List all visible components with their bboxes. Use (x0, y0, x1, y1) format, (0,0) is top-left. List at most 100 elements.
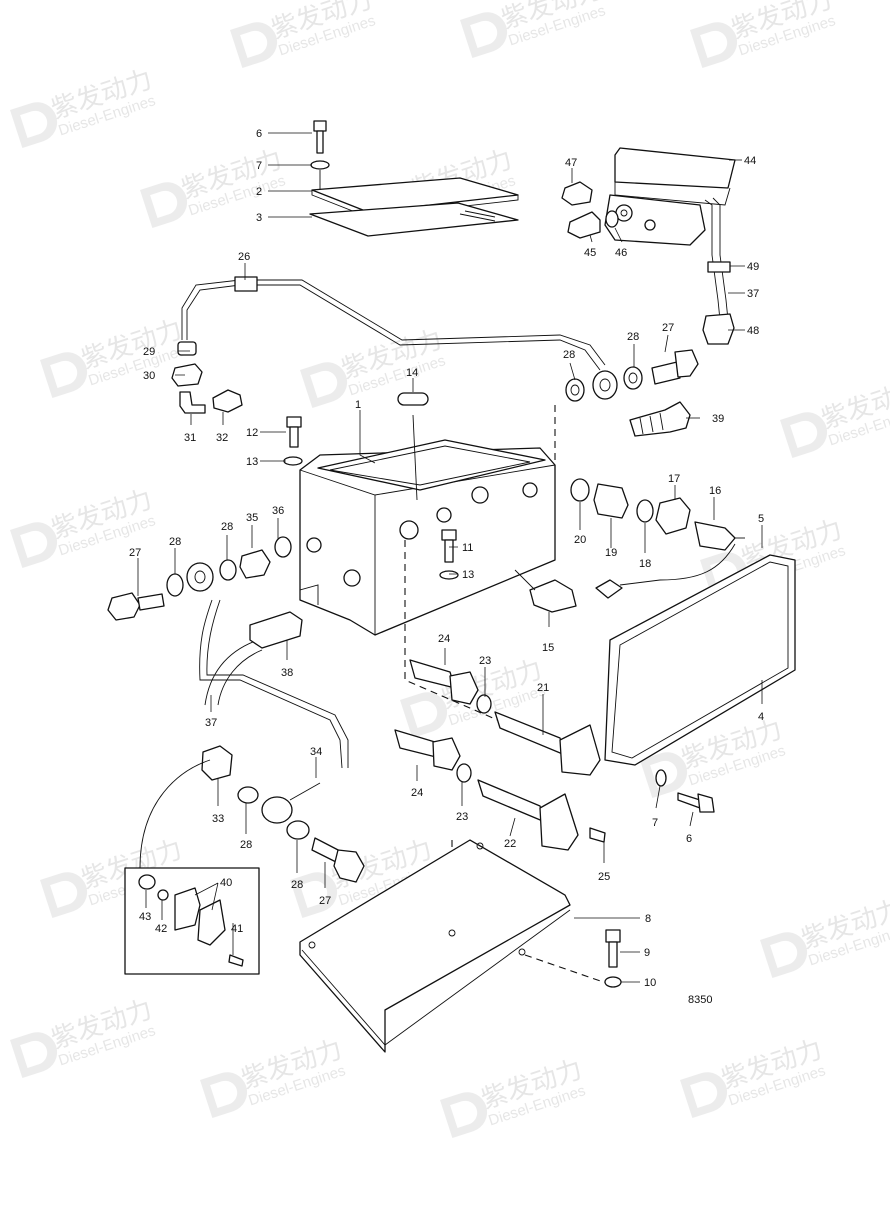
watermark: 紫发动力 Diesel-Engines (680, 1034, 828, 1119)
sensor-15 (529, 579, 577, 613)
nipple-24-a (409, 659, 479, 705)
banjo-bolt-27-c (311, 837, 365, 883)
callout-20: 20 (574, 534, 586, 546)
callout-45: 45 (584, 247, 596, 259)
callout-38: 38 (281, 667, 293, 679)
fitting-39 (629, 401, 691, 437)
callout-17: 17 (668, 473, 680, 485)
callout-16: 16 (709, 485, 721, 497)
watermark: 紫发动力 Diesel-Engines (780, 374, 890, 459)
adapter-45 (567, 211, 601, 239)
callout-18: 18 (639, 558, 651, 570)
hose-37 (199, 599, 349, 769)
clip-49 (707, 261, 731, 273)
side-cover (604, 554, 796, 766)
callout-labels: 6 7 2 3 26 1 14 12 13 29 30 31 32 28 28 … (129, 128, 764, 1006)
washer-20 (570, 478, 590, 502)
callout-12: 12 (246, 427, 258, 439)
nipple-24-b (394, 729, 461, 771)
fitting-38 (249, 611, 303, 649)
watermark: 紫发动力 Diesel-Engines (10, 64, 158, 149)
stub-21 (494, 711, 601, 776)
fitting-48 (702, 313, 735, 345)
banjo-eye (592, 370, 618, 400)
callout-3: 3 (256, 212, 262, 224)
callout-23-a: 23 (479, 655, 491, 667)
callout-47: 47 (565, 157, 577, 169)
screw-9 (605, 929, 621, 968)
adapter-19 (593, 483, 629, 519)
callout-32: 32 (216, 432, 228, 444)
watermark: 紫发动力 Diesel-Engines (440, 1054, 588, 1139)
sender-16 (694, 521, 745, 551)
adapter-32 (212, 389, 243, 413)
callout-34: 34 (310, 746, 322, 758)
watermark: 紫发动力 Diesel-Engines (760, 894, 890, 979)
washer-23-a (476, 694, 492, 714)
callout-13-a: 13 (246, 456, 258, 468)
callout-14: 14 (406, 367, 418, 379)
watermark: 紫发动力 Diesel-Engines (460, 0, 608, 59)
callout-35: 35 (246, 512, 258, 524)
callout-10: 10 (644, 977, 656, 989)
pipe-26 (181, 276, 606, 371)
nut-30 (171, 363, 203, 387)
callout-28-e: 28 (240, 839, 252, 851)
callout-7-top: 7 (256, 160, 262, 172)
callout-30: 30 (143, 370, 155, 382)
gasket (309, 202, 519, 237)
callout-28-a: 28 (563, 349, 575, 361)
washer-23-b (456, 763, 472, 783)
callout-13-b: 13 (462, 569, 474, 581)
callout-31: 31 (184, 432, 196, 444)
connector-block (595, 579, 623, 599)
washer-28-c (166, 573, 184, 597)
watermark: 紫发动力 Diesel-Engines (40, 314, 188, 399)
washer-28-b (623, 366, 643, 390)
stub-22 (477, 779, 579, 851)
callout-11: 11 (462, 542, 473, 554)
callout-48: 48 (747, 325, 759, 337)
callout-24-a: 24 (438, 633, 450, 645)
callout-27-a: 27 (662, 322, 674, 334)
callout-27-b: 27 (129, 547, 141, 559)
junction-box-housing (299, 439, 556, 636)
callout-44: 44 (744, 155, 756, 167)
adapter-35 (239, 549, 271, 579)
banjo-eye-left (186, 562, 214, 592)
callout-40: 40 (220, 877, 232, 889)
watermark: 紫发动力 Diesel-Engines (230, 0, 378, 69)
plug-47 (561, 181, 593, 206)
callout-41: 41 (231, 923, 243, 935)
washer-28-d (219, 559, 237, 581)
callout-23-b: 23 (456, 811, 468, 823)
screw-top (313, 120, 327, 154)
callout-26: 26 (238, 251, 250, 263)
watermark: 紫发动力 Diesel-Engines (690, 0, 838, 69)
callout-46: 46 (615, 247, 627, 259)
callout-43: 43 (139, 911, 151, 923)
adapter-33 (201, 745, 233, 781)
watermark: 紫发动力 Diesel-Engines (10, 994, 158, 1079)
callout-25: 25 (598, 871, 610, 883)
tube-37-right (704, 197, 729, 321)
pin (397, 392, 429, 406)
watermark: 紫发动力 Diesel-Engines (200, 1034, 348, 1119)
callout-9: 9 (644, 947, 650, 959)
callout-37-right: 37 (747, 288, 759, 300)
callout-27-c: 27 (319, 895, 331, 907)
detail-inset (124, 759, 260, 975)
callout-2: 2 (256, 186, 262, 198)
screw-11 (441, 529, 457, 563)
callout-29: 29 (143, 346, 155, 358)
washer-46 (605, 210, 619, 228)
nut-29 (177, 341, 197, 356)
banjo-bolt-27-b (107, 592, 165, 621)
washer-18 (636, 499, 654, 523)
callout-28-f: 28 (291, 879, 303, 891)
washer-top (310, 160, 330, 170)
washer-28-e (237, 786, 259, 804)
mounting-bracket (299, 839, 571, 1053)
washer-13b (439, 570, 459, 580)
